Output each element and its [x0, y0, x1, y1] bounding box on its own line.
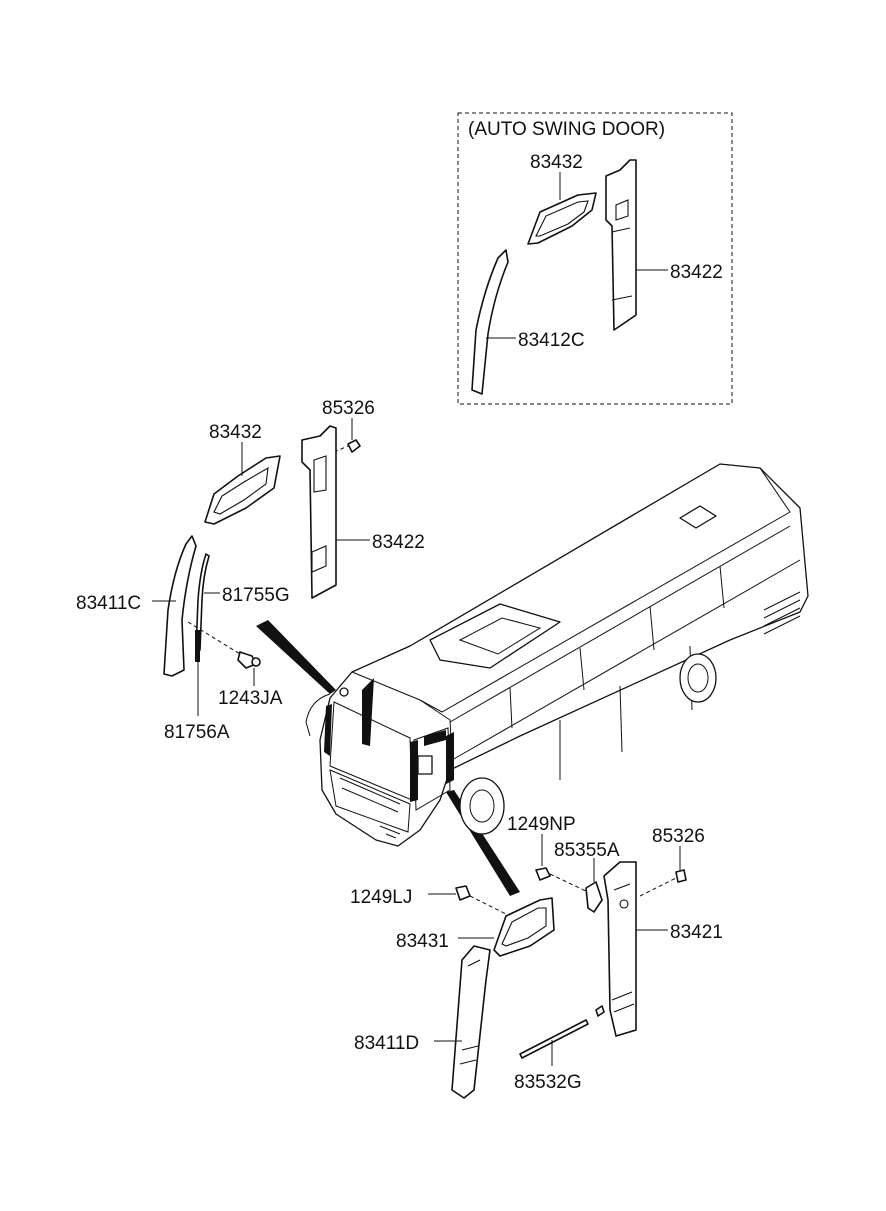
label-1249NP: 1249NP	[507, 814, 576, 835]
bus-door-pillar	[410, 740, 418, 802]
bus-headlights	[379, 825, 401, 839]
bus-door-header	[424, 730, 446, 746]
bus-side-mirror	[417, 755, 433, 775]
bus-body	[319, 463, 809, 847]
label-83421: 83421	[670, 922, 723, 943]
part-85326-top	[347, 439, 361, 453]
inset-title: (AUTO SWING DOOR)	[468, 119, 665, 140]
bus-window-lower-line	[451, 559, 801, 761]
part-1243JA	[237, 651, 257, 669]
part-83431	[493, 897, 555, 957]
label-83431: 83431	[396, 931, 449, 952]
part-1249LJ	[455, 885, 471, 901]
inset-auto-swing-door: (AUTO SWING DOOR) 83432 83422 83412C	[457, 112, 733, 405]
part-83411D	[451, 945, 491, 1099]
part-83431-inner	[501, 907, 547, 947]
bus-roof-hatch	[429, 603, 561, 669]
bus-front-grille-area	[329, 769, 411, 833]
part-83532G	[519, 1019, 589, 1059]
part-1249NP	[535, 867, 551, 881]
label-83432: 83432	[209, 422, 262, 443]
bus-door-rear-pillar	[446, 732, 454, 784]
part-1243JA-head	[251, 657, 261, 667]
inset-part-83422-detail	[611, 199, 633, 301]
inset-part-83432-inner	[535, 200, 589, 237]
bus-rear-grille	[763, 591, 801, 635]
label-81756A: 81756A	[164, 722, 230, 743]
label-83422: 83422	[372, 532, 425, 553]
part-85355A	[585, 881, 603, 913]
dash-1249LJ	[469, 895, 507, 915]
label-83411C: 83411C	[76, 593, 141, 614]
label-83411D: 83411D	[354, 1033, 419, 1054]
bus-rear-hub	[687, 663, 709, 693]
part-83432-inner	[213, 466, 269, 515]
dash-1243JA	[187, 621, 241, 655]
bus-front-wheel	[459, 777, 505, 835]
part-81755G	[195, 553, 210, 651]
part-83432	[204, 455, 281, 525]
bus-roof-vent	[679, 505, 717, 529]
label-85355A: 85355A	[554, 840, 620, 861]
part-83411D-detail	[459, 959, 481, 1065]
label-83532G: 83532G	[514, 1072, 582, 1093]
bus-a-pillar-left	[324, 704, 332, 756]
bus-window-upper-line	[449, 525, 791, 723]
inset-label-83422: 83422	[670, 262, 723, 283]
inset-label-83412C: 83412C	[518, 330, 585, 351]
bus-illustration	[305, 463, 809, 847]
bus-mirror-arm	[305, 693, 331, 737]
bus-roof-edge	[351, 467, 791, 713]
bus-grille-lines	[339, 777, 401, 813]
label-1249LJ: 1249LJ	[350, 887, 412, 908]
bus-center-pillar	[362, 678, 374, 746]
inset-frame	[457, 112, 733, 405]
part-85326-bottom	[675, 869, 687, 883]
dash-1249NP	[549, 873, 589, 893]
part-83421-hole	[619, 899, 629, 909]
door-pillar-parts: 1249NP 85355A 85326 83421 1249LJ 83431 8…	[350, 814, 723, 1099]
part-81756A	[195, 630, 200, 662]
part-83532G-clip	[595, 1005, 605, 1017]
dash-85326-bottom	[639, 877, 677, 897]
label-85326-top: 85326	[322, 398, 375, 419]
label-81755G: 81755G	[222, 585, 290, 606]
inset-part-83422	[605, 159, 637, 331]
front-pillar-parts: 83432 85326 83422 83411C 81755G 81756A 1…	[76, 398, 425, 743]
inset-part-83412C	[471, 249, 509, 395]
inset-part-83432	[527, 192, 597, 245]
bus-front-hub	[469, 789, 495, 823]
label-85326-bottom: 85326	[652, 826, 705, 847]
part-83421-detail	[611, 883, 635, 1013]
label-1243JA: 1243JA	[218, 688, 283, 709]
bus-mirror-mount	[339, 687, 349, 697]
inset-label-83432: 83432	[530, 152, 583, 173]
part-83422	[301, 425, 337, 599]
part-83411C	[163, 535, 197, 677]
bus-rear-wheel	[679, 653, 717, 703]
bus-roof-hatch-inner	[458, 617, 542, 655]
part-83422-detail	[311, 455, 327, 573]
bus-window-pillars	[509, 565, 725, 729]
pointer-wedge-front	[256, 620, 336, 694]
